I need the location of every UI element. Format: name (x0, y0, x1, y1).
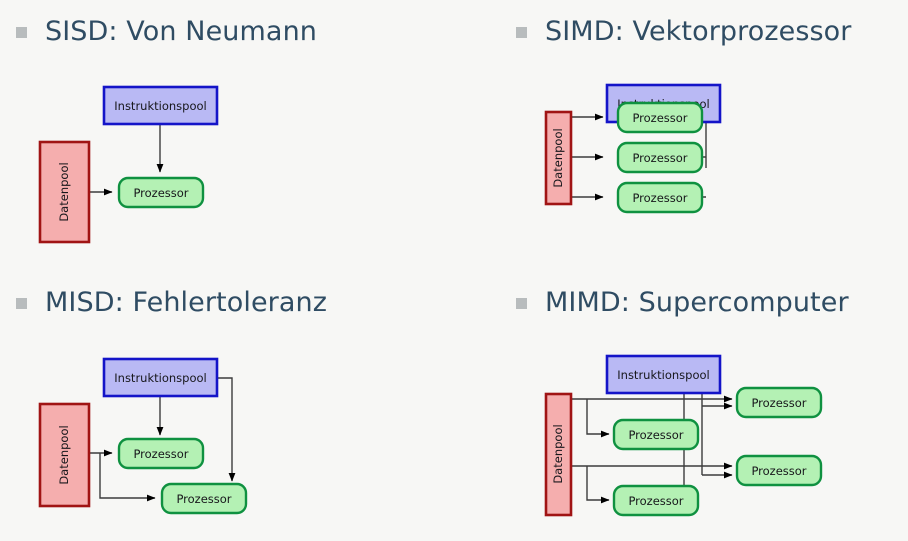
quadrant-mimd: MIMD: Supercomputer (454, 271, 908, 541)
prozessor-box-2: Prozessor (616, 141, 704, 174)
instruktionspool-box: Instruktionspool (102, 85, 219, 126)
prozessor-label-2: Prozessor (628, 494, 683, 508)
datenpool-label: Datenpool (551, 424, 565, 483)
quadrant-misd: MISD: Fehlertoleranz (0, 271, 454, 541)
instruktionspool-box: Instruktionspool (605, 354, 722, 395)
page-title-simd: SIMD: Vektorprozessor (545, 16, 852, 47)
prozessor-label-1: Prozessor (628, 428, 683, 442)
diagram-simd: Instruktionspool Datenpool Prozessor Pro… (454, 52, 908, 270)
datenpool-box: Datenpool (38, 140, 91, 244)
heading-simd: SIMD: Vektorprozessor (516, 18, 852, 45)
prozessor-label-4: Prozessor (751, 464, 806, 478)
prozessor-label-1: Prozessor (133, 186, 188, 200)
instruktionspool-box: Instruktionspool (102, 357, 219, 398)
page-title-misd: MISD: Fehlertoleranz (45, 287, 328, 318)
datenpool-box: Datenpool (38, 402, 91, 508)
prozessor-box-1: Prozessor (117, 437, 205, 470)
diagram-sisd: Instruktionspool Datenpool Prozessor (0, 52, 454, 270)
heading-sisd: SISD: Von Neumann (16, 18, 317, 45)
page-title-sisd: SISD: Von Neumann (45, 16, 317, 47)
edge-data-to-processor-l1 (586, 399, 610, 438)
prozessor-box-1: Prozessor (117, 176, 205, 209)
datenpool-label: Datenpool (551, 128, 565, 187)
datenpool-box: Datenpool (544, 392, 573, 517)
heading-misd: MISD: Fehlertoleranz (16, 289, 327, 316)
prozessor-box-2: Prozessor (612, 484, 700, 517)
quadrant-sisd: SISD: Von Neumann Instruktionspool (0, 0, 454, 270)
edge-data-to-processor-l2 (586, 466, 610, 504)
diagram-misd: Instruktionspool Datenpool Prozessor Pro… (0, 323, 454, 541)
edge-data-to-processor-2 (99, 453, 156, 502)
instruktionspool-label: Instruktionspool (617, 368, 709, 382)
prozessor-box-1: Prozessor (612, 418, 700, 451)
datenpool-label: Datenpool (57, 162, 71, 221)
prozessor-label-3: Prozessor (632, 191, 687, 205)
prozessor-box-3: Prozessor (735, 386, 823, 419)
edge-instruction-to-processor-2 (214, 377, 236, 482)
prozessor-label-2: Prozessor (632, 151, 687, 165)
square-bullet-icon (16, 27, 27, 38)
datenpool-box: Datenpool (544, 110, 573, 206)
prozessor-box-3: Prozessor (616, 181, 704, 214)
prozessor-box-4: Prozessor (735, 454, 823, 487)
square-bullet-icon (16, 298, 27, 309)
square-bullet-icon (516, 27, 527, 38)
instruktionspool-label: Instruktionspool (114, 99, 206, 113)
prozessor-box-2: Prozessor (160, 482, 248, 515)
prozessor-label-2: Prozessor (176, 492, 231, 506)
heading-mimd: MIMD: Supercomputer (516, 289, 849, 316)
page-title-mimd: MIMD: Supercomputer (545, 287, 849, 318)
instruktionspool-label: Instruktionspool (114, 371, 206, 385)
prozessor-box-1: Prozessor (616, 101, 704, 134)
prozessor-label-1: Prozessor (632, 111, 687, 125)
diagram-mimd: Instruktionspool Datenpool Prozessor Pro… (454, 323, 908, 541)
prozessor-label-1: Prozessor (133, 447, 188, 461)
square-bullet-icon (516, 298, 527, 309)
prozessor-label-3: Prozessor (751, 396, 806, 410)
datenpool-label: Datenpool (57, 425, 71, 484)
quadrant-simd: SIMD: Vektorprozessor (454, 0, 908, 270)
